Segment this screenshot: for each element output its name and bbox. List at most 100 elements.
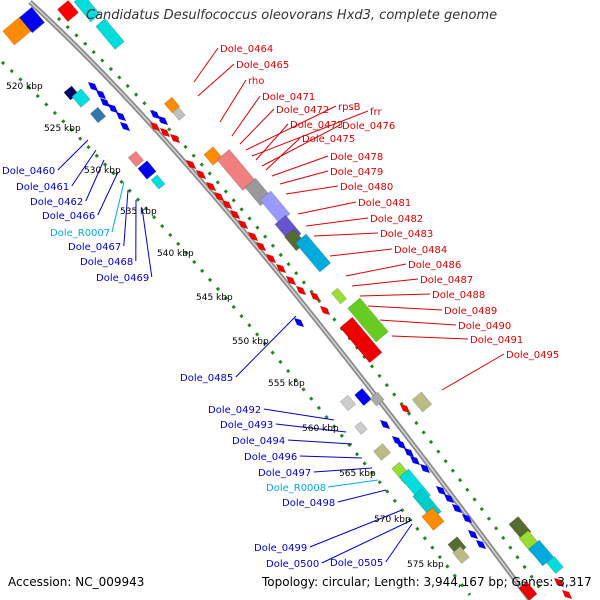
gene-label[interactable]: Dole_0481 (358, 198, 411, 209)
leader-line (235, 315, 297, 378)
scale-tick-label: 550 kbp (232, 337, 269, 347)
gene-label[interactable]: Dole_0464 (220, 44, 273, 55)
gene-label[interactable]: Dole_0483 (380, 229, 433, 240)
leader-line (239, 108, 275, 145)
gene-arrow (452, 504, 462, 513)
gene-block (339, 316, 383, 364)
gene-label[interactable]: Dole_0478 (330, 152, 383, 163)
leader-line (193, 47, 219, 83)
gene-label[interactable]: Dole_0491 (470, 335, 523, 346)
gene-label[interactable]: frr (370, 107, 382, 118)
gene-label[interactable]: Dole_R0008 (266, 483, 326, 494)
gene-arrow (404, 448, 414, 457)
gene-label[interactable]: Dole_0492 (208, 405, 261, 416)
gene-block (203, 146, 223, 166)
gene-label[interactable]: Dole_0489 (444, 306, 497, 317)
leader-line (71, 149, 97, 187)
gene-label[interactable]: Dole_0488 (432, 290, 485, 301)
gene-label[interactable]: Dole_0468 (80, 257, 133, 268)
gene-label[interactable]: Dole_0505 (330, 558, 383, 569)
gene-block (518, 581, 538, 600)
leader-line (97, 171, 119, 216)
gene-label[interactable]: Dole_0495 (506, 350, 559, 361)
gene-label[interactable]: Dole_0498 (282, 498, 335, 509)
gene-label[interactable]: Dole_0485 (180, 373, 233, 384)
gene-arrow (230, 210, 240, 219)
scale-tick-label: 560 kbp (302, 424, 339, 434)
gene-label[interactable]: Dole_0496 (244, 452, 297, 463)
gene-label[interactable]: Dole_0473 (290, 120, 343, 131)
gene-label[interactable]: Dole_0467 (68, 242, 121, 253)
gene-block (331, 287, 347, 305)
leader-line (321, 519, 413, 564)
leader-line (313, 467, 373, 473)
gene-block (163, 96, 181, 114)
gene-arrow (88, 82, 98, 91)
gene-label[interactable]: Dole_0469 (96, 273, 149, 284)
gene-block (137, 160, 157, 180)
gene-block (347, 297, 389, 343)
scale-tick-label: 535 kbp (120, 207, 157, 217)
gene-label[interactable]: rho (248, 76, 264, 87)
gene-arrow (320, 306, 330, 315)
gene-label[interactable]: Dole_0476 (342, 121, 395, 132)
gene-label[interactable]: Dole_0462 (30, 197, 83, 208)
gene-label[interactable]: Dole_0500 (266, 559, 319, 570)
gene-block (57, 0, 79, 22)
gene-block (452, 546, 470, 564)
leader-line (329, 248, 393, 257)
gene-arrow (476, 540, 486, 549)
scale-tick-label: 565 kbp (339, 469, 376, 479)
gene-label[interactable]: rpsB (338, 102, 361, 113)
leader-line (327, 479, 379, 488)
gene-label[interactable]: Dole_0486 (408, 260, 461, 271)
gene-block (127, 150, 145, 168)
gene-label[interactable]: Dole_0493 (220, 420, 273, 431)
gene-arrow (286, 276, 296, 285)
gene-arrow (562, 590, 572, 599)
gene-arrow (554, 578, 564, 587)
gene-label[interactable]: Dole_0479 (330, 167, 383, 178)
gene-label[interactable]: Dole_0494 (232, 436, 285, 447)
gene-label[interactable]: Dole_0480 (340, 182, 393, 193)
leader-line (337, 489, 387, 503)
gene-label[interactable]: Dole_0466 (42, 211, 95, 222)
leader-line (123, 189, 129, 247)
gene-label[interactable]: Dole_0497 (258, 468, 311, 479)
gene-arrow (296, 286, 306, 295)
gene-label[interactable]: Dole_0475 (302, 134, 355, 145)
gene-block (73, 0, 101, 23)
gene-arrow (294, 318, 304, 327)
gene-arrow (100, 98, 110, 107)
gene-label[interactable]: Dole_0472 (276, 105, 329, 116)
leader-line (385, 523, 413, 563)
gene-label[interactable]: Dole_0461 (16, 182, 69, 193)
gene-label[interactable]: Dole_R0007 (50, 228, 110, 239)
gene-label[interactable]: Dole_0465 (236, 60, 289, 71)
gene-label[interactable]: Dole_0499 (254, 543, 307, 554)
gene-label[interactable]: Dole_0490 (458, 321, 511, 332)
outer-scale-track (56, 16, 547, 596)
leader-line (279, 170, 329, 185)
accession-text: Accession: NC_009943 (8, 575, 145, 589)
gene-block (71, 88, 91, 108)
scale-tick-label: 570 kbp (374, 515, 411, 525)
gene-arrow (462, 514, 472, 523)
leader-line (219, 79, 247, 123)
gene-block (95, 18, 125, 50)
gene-arrow (160, 128, 170, 137)
gene-label[interactable]: Dole_0487 (420, 275, 473, 286)
leader-line (271, 155, 329, 177)
gene-label[interactable]: Dole_0482 (370, 214, 423, 225)
leader-line (345, 263, 407, 277)
gene-arrow (108, 104, 118, 113)
gene-label[interactable]: Dole_0471 (262, 92, 315, 103)
gene-label[interactable]: Dole_0484 (394, 245, 447, 256)
gene-arrow (396, 440, 406, 449)
leader-line (297, 201, 357, 215)
scale-tick-label: 520 kbp (6, 82, 43, 92)
scale-tick-label: 555 kbp (268, 379, 305, 389)
gene-label[interactable]: Dole_0460 (2, 166, 55, 177)
leader-line (441, 353, 505, 391)
